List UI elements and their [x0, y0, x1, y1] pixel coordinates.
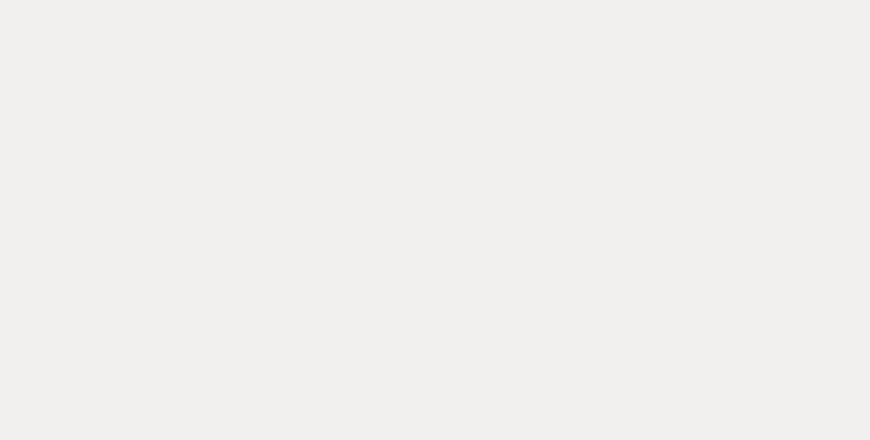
pm2-process-list-output	[0, 0, 870, 19]
